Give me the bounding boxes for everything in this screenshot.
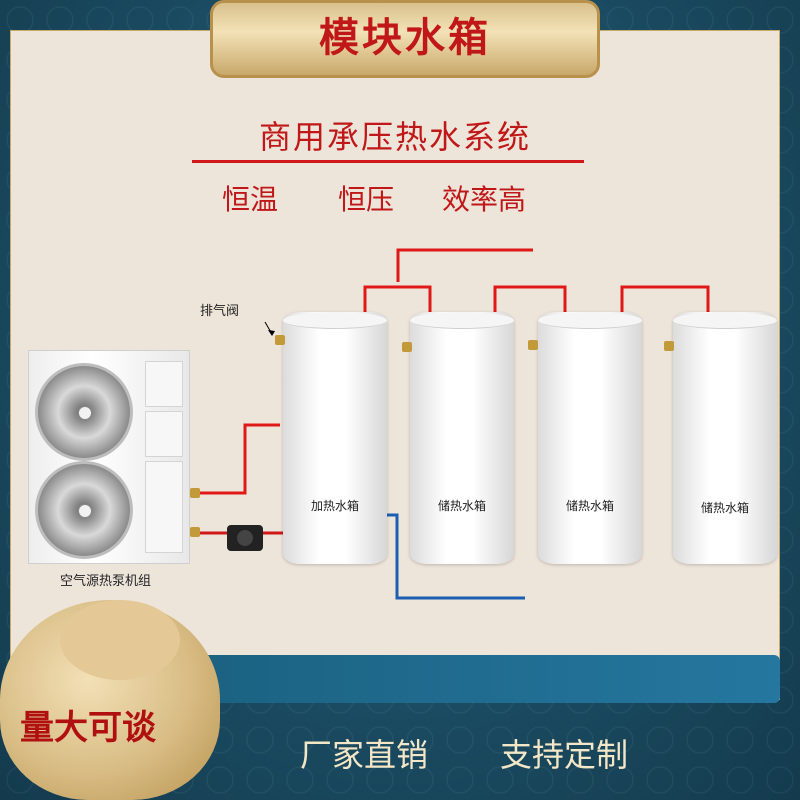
- exhaust-valve-label: 排气阀: [200, 304, 240, 319]
- connection-panel: [145, 461, 183, 553]
- title-banner: [210, 0, 600, 78]
- heat-pump-unit: [28, 350, 190, 564]
- storage-tank-label: 储热水箱: [437, 499, 486, 513]
- pipe-tank2-tank3: [493, 285, 567, 313]
- circulation-pump: [227, 525, 263, 551]
- valve-icon: [664, 341, 674, 351]
- bulk-negotiable-badge: 量大可谈: [20, 708, 156, 748]
- page-title: 模块水箱: [319, 15, 491, 61]
- subtitle-underline: [192, 160, 584, 163]
- main-outlet-pipe: [396, 248, 533, 282]
- valve-icon: [402, 342, 412, 352]
- pipe-tank3-tank4: [620, 285, 710, 313]
- valve-icon: [190, 488, 200, 498]
- heating-tank-label: 加热水箱: [310, 499, 359, 513]
- bottom-ribbon: [110, 655, 780, 703]
- storage-tank-2: 储热水箱: [538, 312, 642, 564]
- system-subtitle: 商用承压热水系统: [258, 118, 531, 156]
- exhaust-valve-arrowhead: [268, 330, 275, 336]
- storage-tank-label: 储热水箱: [565, 499, 614, 513]
- pipe-tank1-tank2: [363, 285, 432, 313]
- feature-high-efficiency: 效率高: [442, 183, 527, 216]
- hot-water-pipes: [200, 248, 710, 495]
- feature-constant-temperature: 恒温: [222, 183, 279, 216]
- fan-icon: [35, 461, 133, 559]
- storage-tank-3: 储热水箱: [673, 312, 777, 564]
- fan-icon: [35, 363, 133, 461]
- valve-icon: [190, 527, 200, 537]
- heating-tank: 加热水箱: [283, 312, 387, 564]
- heat-pump-label: 空气源热泵机组: [60, 574, 152, 589]
- storage-tank-1: 储热水箱: [410, 312, 514, 564]
- valve-icon: [528, 340, 538, 350]
- footer-direct-sale: 厂家直销: [300, 736, 429, 774]
- valve-icon: [275, 335, 285, 345]
- cloud-badge-top: [60, 600, 180, 680]
- service-panel: [145, 411, 183, 457]
- control-panel: [145, 361, 183, 407]
- footer-customization: 支持定制: [500, 736, 629, 774]
- storage-tank-label: 储热水箱: [700, 501, 749, 515]
- cold-water-inlet-pipe: [385, 513, 525, 600]
- pipe-heatpump-supply: [200, 423, 280, 495]
- feature-constant-pressure: 恒压: [338, 183, 395, 216]
